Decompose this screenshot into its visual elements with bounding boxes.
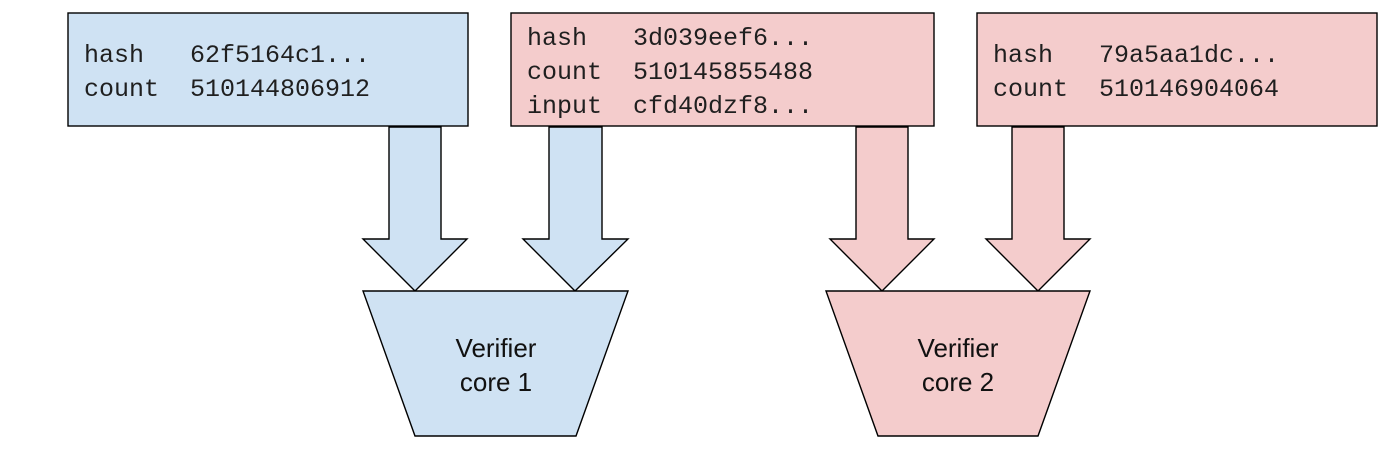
data-box-1-line-1: hash 62f5164c1...: [84, 41, 370, 70]
data-box-1-line-2: count 510144806912: [84, 75, 370, 104]
data-box-3-line-1: hash 79a5aa1dc...: [993, 41, 1279, 70]
field-key: hash: [993, 41, 1053, 70]
field-key: count: [84, 75, 159, 104]
data-box-2-line-3: input cfd40dzf8...: [527, 92, 813, 121]
data-box-2-line-1: hash 3d039eef6...: [527, 24, 813, 53]
field-value: 62f5164c1...: [190, 41, 370, 70]
data-box-2-line-2: count 510145855488: [527, 58, 813, 87]
data-box-3: hash 79a5aa1dc... count 510146904064: [976, 12, 1378, 127]
verifier-core-1-label-line-1: Verifier: [456, 333, 537, 363]
field-value: 510146904064: [1099, 75, 1279, 104]
arrow-box2-to-core1: [521, 126, 630, 292]
data-box-2-frame: [510, 12, 935, 127]
arrows-layer: [361, 126, 1092, 292]
field-value: 510144806912: [190, 75, 370, 104]
field-key: count: [993, 75, 1068, 104]
verifier-core-2-label-line-2: core 2: [922, 367, 994, 397]
field-value: 3d039eef6...: [633, 24, 813, 53]
field-value: 79a5aa1dc...: [1099, 41, 1279, 70]
verifier-core-1-label-line-2: core 1: [460, 367, 532, 397]
verifier-core-2: Verifier core 2: [825, 290, 1091, 437]
field-key: hash: [527, 24, 587, 53]
data-box-3-line-2: count 510146904064: [993, 75, 1279, 104]
arrow-box1-to-core1: [361, 126, 469, 292]
field-key: input: [527, 92, 602, 121]
data-box-1-frame: [67, 12, 469, 127]
verifier-core-2-label-line-1: Verifier: [918, 333, 999, 363]
arrow-box3-to-core2: [984, 126, 1092, 292]
data-box-3-frame: [976, 12, 1378, 127]
field-key: count: [527, 58, 602, 87]
data-box-1: hash 62f5164c1... count 510144806912: [67, 12, 469, 127]
data-box-2: hash 3d039eef6... count 510145855488 input…: [510, 12, 935, 127]
verifier-core-1-shape: [362, 290, 629, 437]
arrow-box2-to-core2: [828, 126, 936, 292]
field-value: 510145855488: [633, 58, 813, 87]
verifier-core-2-shape: [825, 290, 1091, 437]
field-value: cfd40dzf8...: [633, 92, 813, 121]
verifier-core-1: Verifier core 1: [362, 290, 629, 437]
field-key: hash: [84, 41, 144, 70]
